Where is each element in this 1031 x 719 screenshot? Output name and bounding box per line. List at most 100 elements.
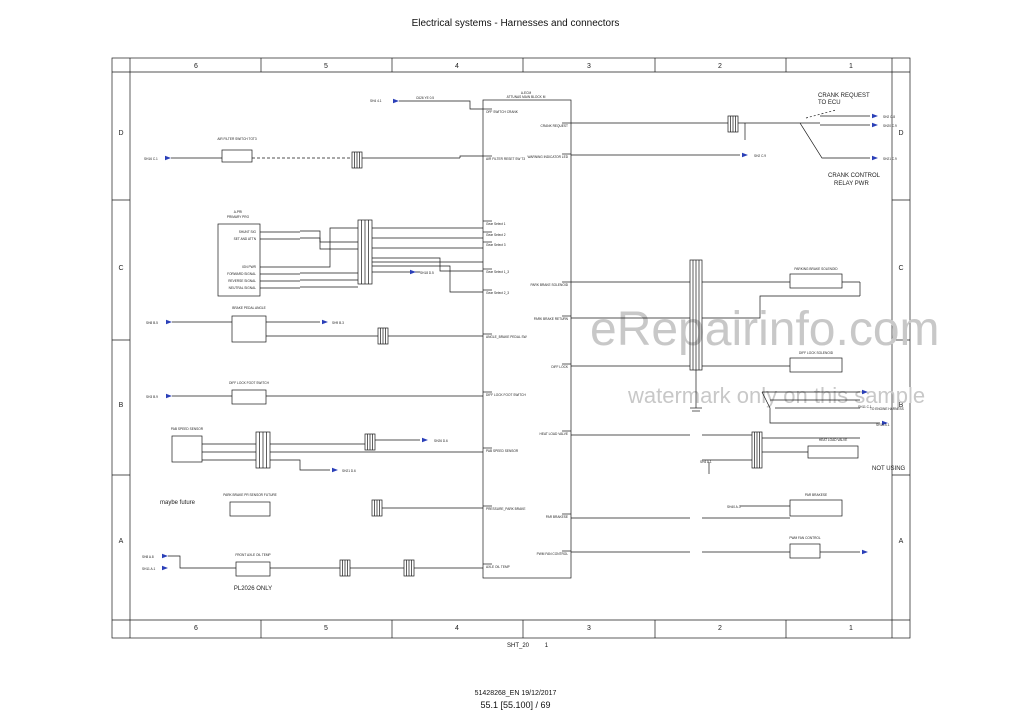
park-brake-pressure-label: PARK BRAKE PR SENSOR FUTURE [223, 493, 277, 497]
diff-lock-switch [231, 389, 267, 405]
diff-lock-switch-label: DIFF LOCK FOOT SWITCH [229, 381, 269, 385]
wire-label: C626 YE 0.5 [416, 96, 434, 100]
page-number: 55.1 [55.100] / 69 [480, 700, 551, 710]
module-pin-label: PAR BRAKESE [546, 515, 568, 519]
offpage-ref-right: SH16 A.1 [876, 423, 890, 427]
park-brake-pressure-sensor [229, 501, 271, 517]
park-speed-sensor [171, 435, 203, 463]
module-pin-label: Gear Select 1 [486, 222, 506, 226]
row-label-left: A [119, 538, 124, 545]
module-pin-label: AXLE OIL TEMP [486, 565, 510, 569]
column-label-top: 5 [324, 63, 328, 70]
note-crank-control: CRANK CONTROL [828, 173, 881, 179]
offpage-arrow-in [162, 553, 168, 559]
note-maybe-future: maybe future [160, 500, 196, 506]
wire [270, 459, 330, 471]
parking-brake-solenoid-label: PARKING BRAKE SOLENOID [794, 267, 838, 271]
brake-pedal-label: BRAKE PEDAL ANGLE [232, 306, 266, 310]
column-label-top: 1 [849, 63, 853, 70]
wire [761, 391, 880, 424]
note-relay-pwr: RELAY PWR [834, 181, 869, 187]
wire [300, 230, 358, 243]
offpage-arrow-in [393, 98, 399, 104]
row-label-right: C [898, 265, 903, 272]
offpage-arrow-out [422, 437, 428, 443]
primary-signal-label: FORWARD SIGNAL [227, 272, 256, 276]
primary-pedal-module [217, 223, 261, 297]
module-pin-label: PARK BRAKE SOLENOID [531, 283, 569, 287]
primary-pedal-id: A-PRI [234, 210, 243, 214]
column-label-top: 6 [194, 63, 198, 70]
wire-crank-off [399, 100, 483, 110]
to-engine-harness-label: TO ENGINE HARNESS [870, 407, 904, 411]
module-pin-label: Gear Select 3 [486, 243, 506, 247]
offpage-ref: SH8 A.8 [142, 555, 154, 559]
offpage-ref-right: SH11 C.1 [858, 405, 872, 409]
column-label-bottom: 2 [718, 625, 722, 632]
note-to-ecu: TO ECU [818, 100, 841, 106]
drawing-frame [111, 57, 911, 639]
front-axle-oil-sensor [235, 561, 271, 577]
primary-signal-label: IGN PWR [242, 265, 257, 269]
offpage-ref-right: SH2 C.8 [883, 115, 895, 119]
column-label-bottom: 1 [849, 625, 853, 632]
offpage-arrow-in [162, 565, 168, 571]
park-speed-label: PAB SPEED SENSOR [171, 427, 204, 431]
document-id: 51428268_EN 19/12/2017 [474, 690, 557, 697]
module-pin-label: OFF SWITCH CRANK [486, 110, 519, 114]
offpage-arrow-in [166, 319, 172, 325]
primary-signal-label: SET AND ATTN [234, 237, 257, 241]
offpage-ref-left: SH4 4.1 [370, 99, 382, 103]
pwm-fan-label: PWM FAN CONTROL [789, 536, 821, 540]
offpage-ref: SH4 A.1 [700, 460, 712, 464]
module-pin-label: Gear Select 1_3 [486, 270, 509, 274]
offpage-arrow-out [332, 467, 338, 473]
watermark-text: eRepairinfo.com [590, 303, 940, 356]
offpage-ref: SH16 C.1 [144, 157, 158, 161]
row-label-right: B [899, 402, 904, 409]
module-pin-label: Gear Select 2_3 [486, 291, 509, 295]
column-label-bottom: 3 [587, 625, 591, 632]
row-label-left: C [118, 265, 123, 272]
note-crank-request: CRANK REQUEST [818, 93, 870, 99]
column-label-top: 2 [718, 63, 722, 70]
heat-load-valve-label: HEAT LOAD VALVE [819, 438, 847, 442]
note-not-using: NOT USING [872, 466, 906, 472]
module-pin-label: PRESSURE_PARK BRAKE [486, 507, 525, 511]
module-pin-label: AIR FILTER RESET SW T3 [486, 157, 525, 161]
offpage-arrow-out [322, 319, 328, 325]
front-axle-oil-label: FRONT AXLE OIL TEMP [235, 553, 270, 557]
sheet-ref-code: SHT_20 [507, 643, 530, 649]
column-label-bottom: 4 [455, 625, 459, 632]
primary-signal-label: REVERSE SIGNAL [228, 279, 256, 283]
wire [372, 257, 483, 272]
module-pin-label: WARNING INDICATOR LED [528, 155, 569, 159]
wire-crank-relay [799, 122, 870, 159]
offpage-arrow-out [862, 389, 868, 395]
module-pin-label: HEAT LOAD VALVE [540, 432, 568, 436]
column-label-bottom: 6 [194, 625, 198, 632]
page-title: Electrical systems - Harnesses and conne… [411, 18, 620, 29]
wire [702, 295, 860, 319]
module-pin-label: DIFF LOCK FOOT SWITCH [486, 393, 526, 397]
sheet-ref: SHT_20 1 [507, 643, 548, 649]
ecm-module-title: A-ECM [521, 91, 532, 95]
offpage-arrow-out [872, 113, 878, 119]
note-pl2026: PL2026 ONLY [234, 586, 272, 592]
module-pin-label: PWM FAN CONTROL [537, 552, 569, 556]
heat-load-valve [807, 445, 859, 459]
offpage-ref: SH8 B.5 [146, 321, 158, 325]
column-label-bottom: 5 [324, 625, 328, 632]
module-pin-label: PAB SPEED SENSOR [486, 449, 519, 453]
diff-lock-solenoid [789, 357, 843, 373]
wire [300, 227, 358, 268]
wire-arrow-line [805, 109, 837, 119]
row-label-right: D [898, 130, 903, 137]
offpage-ref-right: SH20 C.9 [883, 124, 897, 128]
wire [168, 555, 236, 569]
diff-lock-solenoid-label: DIFF LOCK SOLENOID [799, 351, 834, 355]
module-pin-label: Gear Select 2 [486, 233, 506, 237]
pwm-fan-control [789, 543, 821, 559]
air-filter-switch [221, 149, 253, 163]
